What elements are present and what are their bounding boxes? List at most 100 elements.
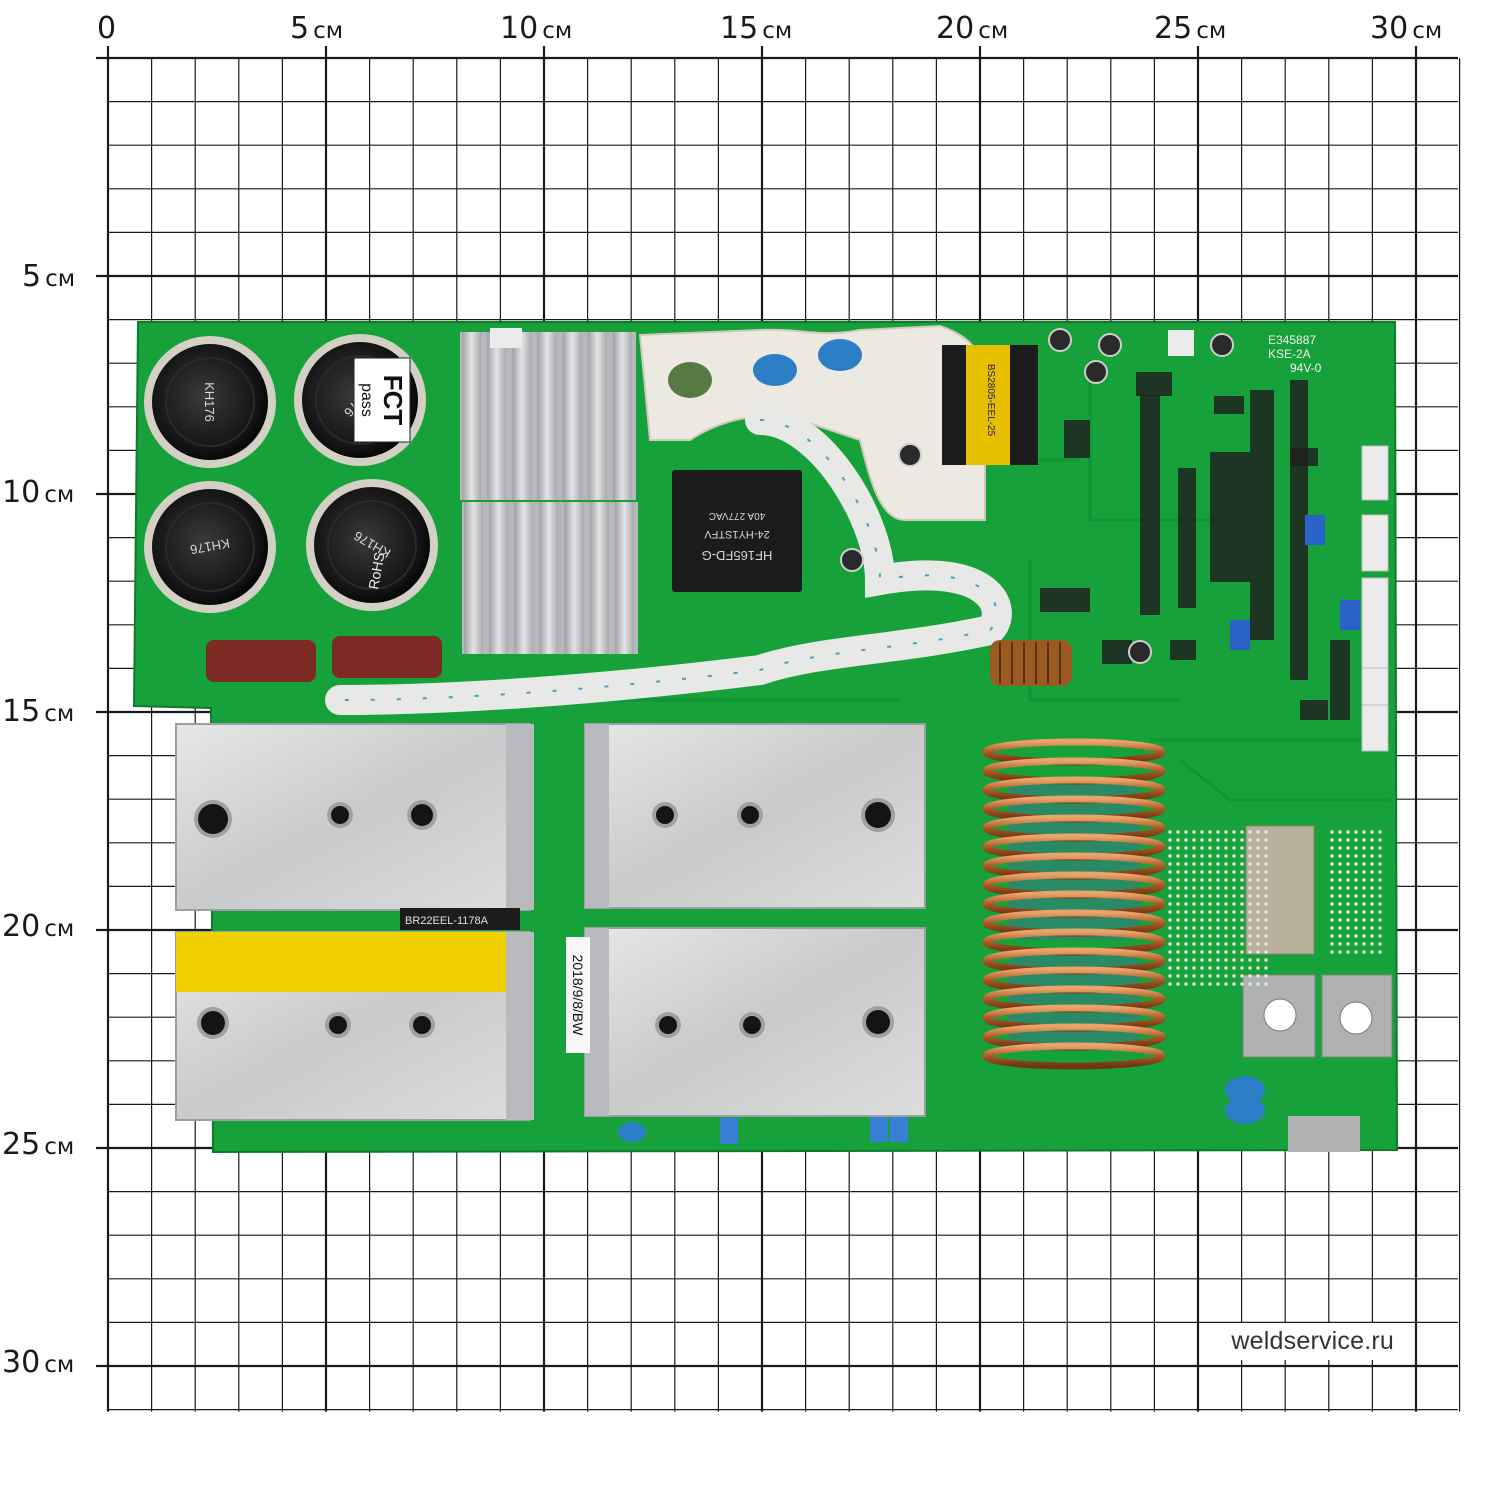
solder-pad xyxy=(1192,950,1196,954)
solder-pad xyxy=(1240,958,1244,962)
solder-pad xyxy=(1224,918,1228,922)
smd-chip xyxy=(1290,380,1308,680)
solder-pad xyxy=(1346,870,1350,874)
solder-pad xyxy=(1248,886,1252,890)
solder-pad xyxy=(1256,974,1260,978)
solder-pad xyxy=(1192,966,1196,970)
solder-pad xyxy=(1232,982,1236,986)
solder-pad xyxy=(1224,838,1228,842)
solder-pad xyxy=(1370,934,1374,938)
solder-pad xyxy=(1224,862,1228,866)
solder-pad xyxy=(1354,918,1358,922)
solder-pad xyxy=(1224,958,1228,962)
solder-pad xyxy=(1176,958,1180,962)
mounting-hole xyxy=(743,1016,761,1034)
solder-pad xyxy=(1330,862,1334,866)
heatsink-fin xyxy=(512,332,532,500)
solder-pad xyxy=(1176,966,1180,970)
solder-pad xyxy=(1176,974,1180,978)
solder-pad xyxy=(1208,870,1212,874)
solder-pad xyxy=(1370,830,1374,834)
solder-pad xyxy=(1378,910,1382,914)
solder-pad xyxy=(1354,886,1358,890)
solder-pad xyxy=(1216,870,1220,874)
solder-pad xyxy=(1338,862,1342,866)
fct-label: FCT xyxy=(378,375,408,426)
solder-pad xyxy=(1264,862,1268,866)
solder-pad xyxy=(1208,910,1212,914)
solder-pad xyxy=(1240,902,1244,906)
solder-pad xyxy=(1370,886,1374,890)
solder-pad xyxy=(1184,926,1188,930)
solder-pad xyxy=(1346,926,1350,930)
capacitor-code: KH176 xyxy=(189,536,231,558)
trim-potentiometer xyxy=(1340,600,1360,630)
solder-pad xyxy=(1216,926,1220,930)
solder-pad xyxy=(1208,878,1212,882)
copper-winding xyxy=(982,1042,1166,1070)
solder-pad xyxy=(1208,918,1212,922)
solder-pad xyxy=(1200,862,1204,866)
relay-rating: 40A 277VAC xyxy=(709,510,766,521)
solder-pad xyxy=(1224,982,1228,986)
small-electrolytic-capacitor xyxy=(1098,333,1122,357)
solder-pad xyxy=(1330,926,1334,930)
solder-pad xyxy=(1354,846,1358,850)
solder-pad xyxy=(1168,982,1172,986)
solder-pad xyxy=(1208,942,1212,946)
solder-pad xyxy=(1248,838,1252,842)
solder-pad xyxy=(1184,886,1188,890)
solder-pad xyxy=(1362,942,1366,946)
solder-pad xyxy=(1200,910,1204,914)
solder-pad xyxy=(1184,878,1188,882)
solder-pad xyxy=(1330,934,1334,938)
solder-pad xyxy=(1208,854,1212,858)
solder-pad xyxy=(1216,862,1220,866)
solder-pad xyxy=(1338,886,1342,890)
solder-pad xyxy=(1240,846,1244,850)
solder-pad xyxy=(1192,926,1196,930)
x-scale-label-0: 0 xyxy=(97,11,117,46)
solder-pad xyxy=(1330,846,1334,850)
solder-pad xyxy=(1378,838,1382,842)
solder-pad-arrays xyxy=(1168,830,1382,986)
fct-sticker: FCT pass xyxy=(353,357,411,443)
solder-pad xyxy=(1192,918,1196,922)
solder-pad xyxy=(1232,950,1236,954)
solder-pad xyxy=(1240,974,1244,978)
solder-pad xyxy=(1330,870,1334,874)
solder-pad xyxy=(1208,830,1212,834)
solder-pad xyxy=(1168,958,1172,962)
solder-pad xyxy=(1338,894,1342,898)
solder-pad xyxy=(1240,966,1244,970)
capacitor-top xyxy=(152,344,268,460)
solder-pad xyxy=(1208,974,1212,978)
solder-pad xyxy=(1216,982,1220,986)
solder-pad xyxy=(1200,950,1204,954)
solder-pad xyxy=(1168,838,1172,842)
solder-pad xyxy=(1370,878,1374,882)
solder-pad xyxy=(1168,830,1172,834)
solder-pad xyxy=(1330,918,1334,922)
solder-pad xyxy=(1338,942,1342,946)
solder-pad xyxy=(1330,894,1334,898)
solder-pad xyxy=(1208,838,1212,842)
solder-pad xyxy=(1264,846,1268,850)
solder-pad xyxy=(1370,926,1374,930)
solder-pad xyxy=(1232,870,1236,874)
solder-pad xyxy=(1256,838,1260,842)
smd-chip xyxy=(1140,395,1160,615)
capacitor-vent-ring xyxy=(165,502,255,592)
solder-pad xyxy=(1224,950,1228,954)
solder-pad xyxy=(1362,918,1366,922)
solder-pad xyxy=(1346,838,1350,842)
solder-pad xyxy=(1216,918,1220,922)
solder-pad xyxy=(1362,830,1366,834)
trim-potentiometer xyxy=(1305,515,1325,545)
solder-pad xyxy=(1264,886,1268,890)
solder-pad xyxy=(1354,950,1358,954)
